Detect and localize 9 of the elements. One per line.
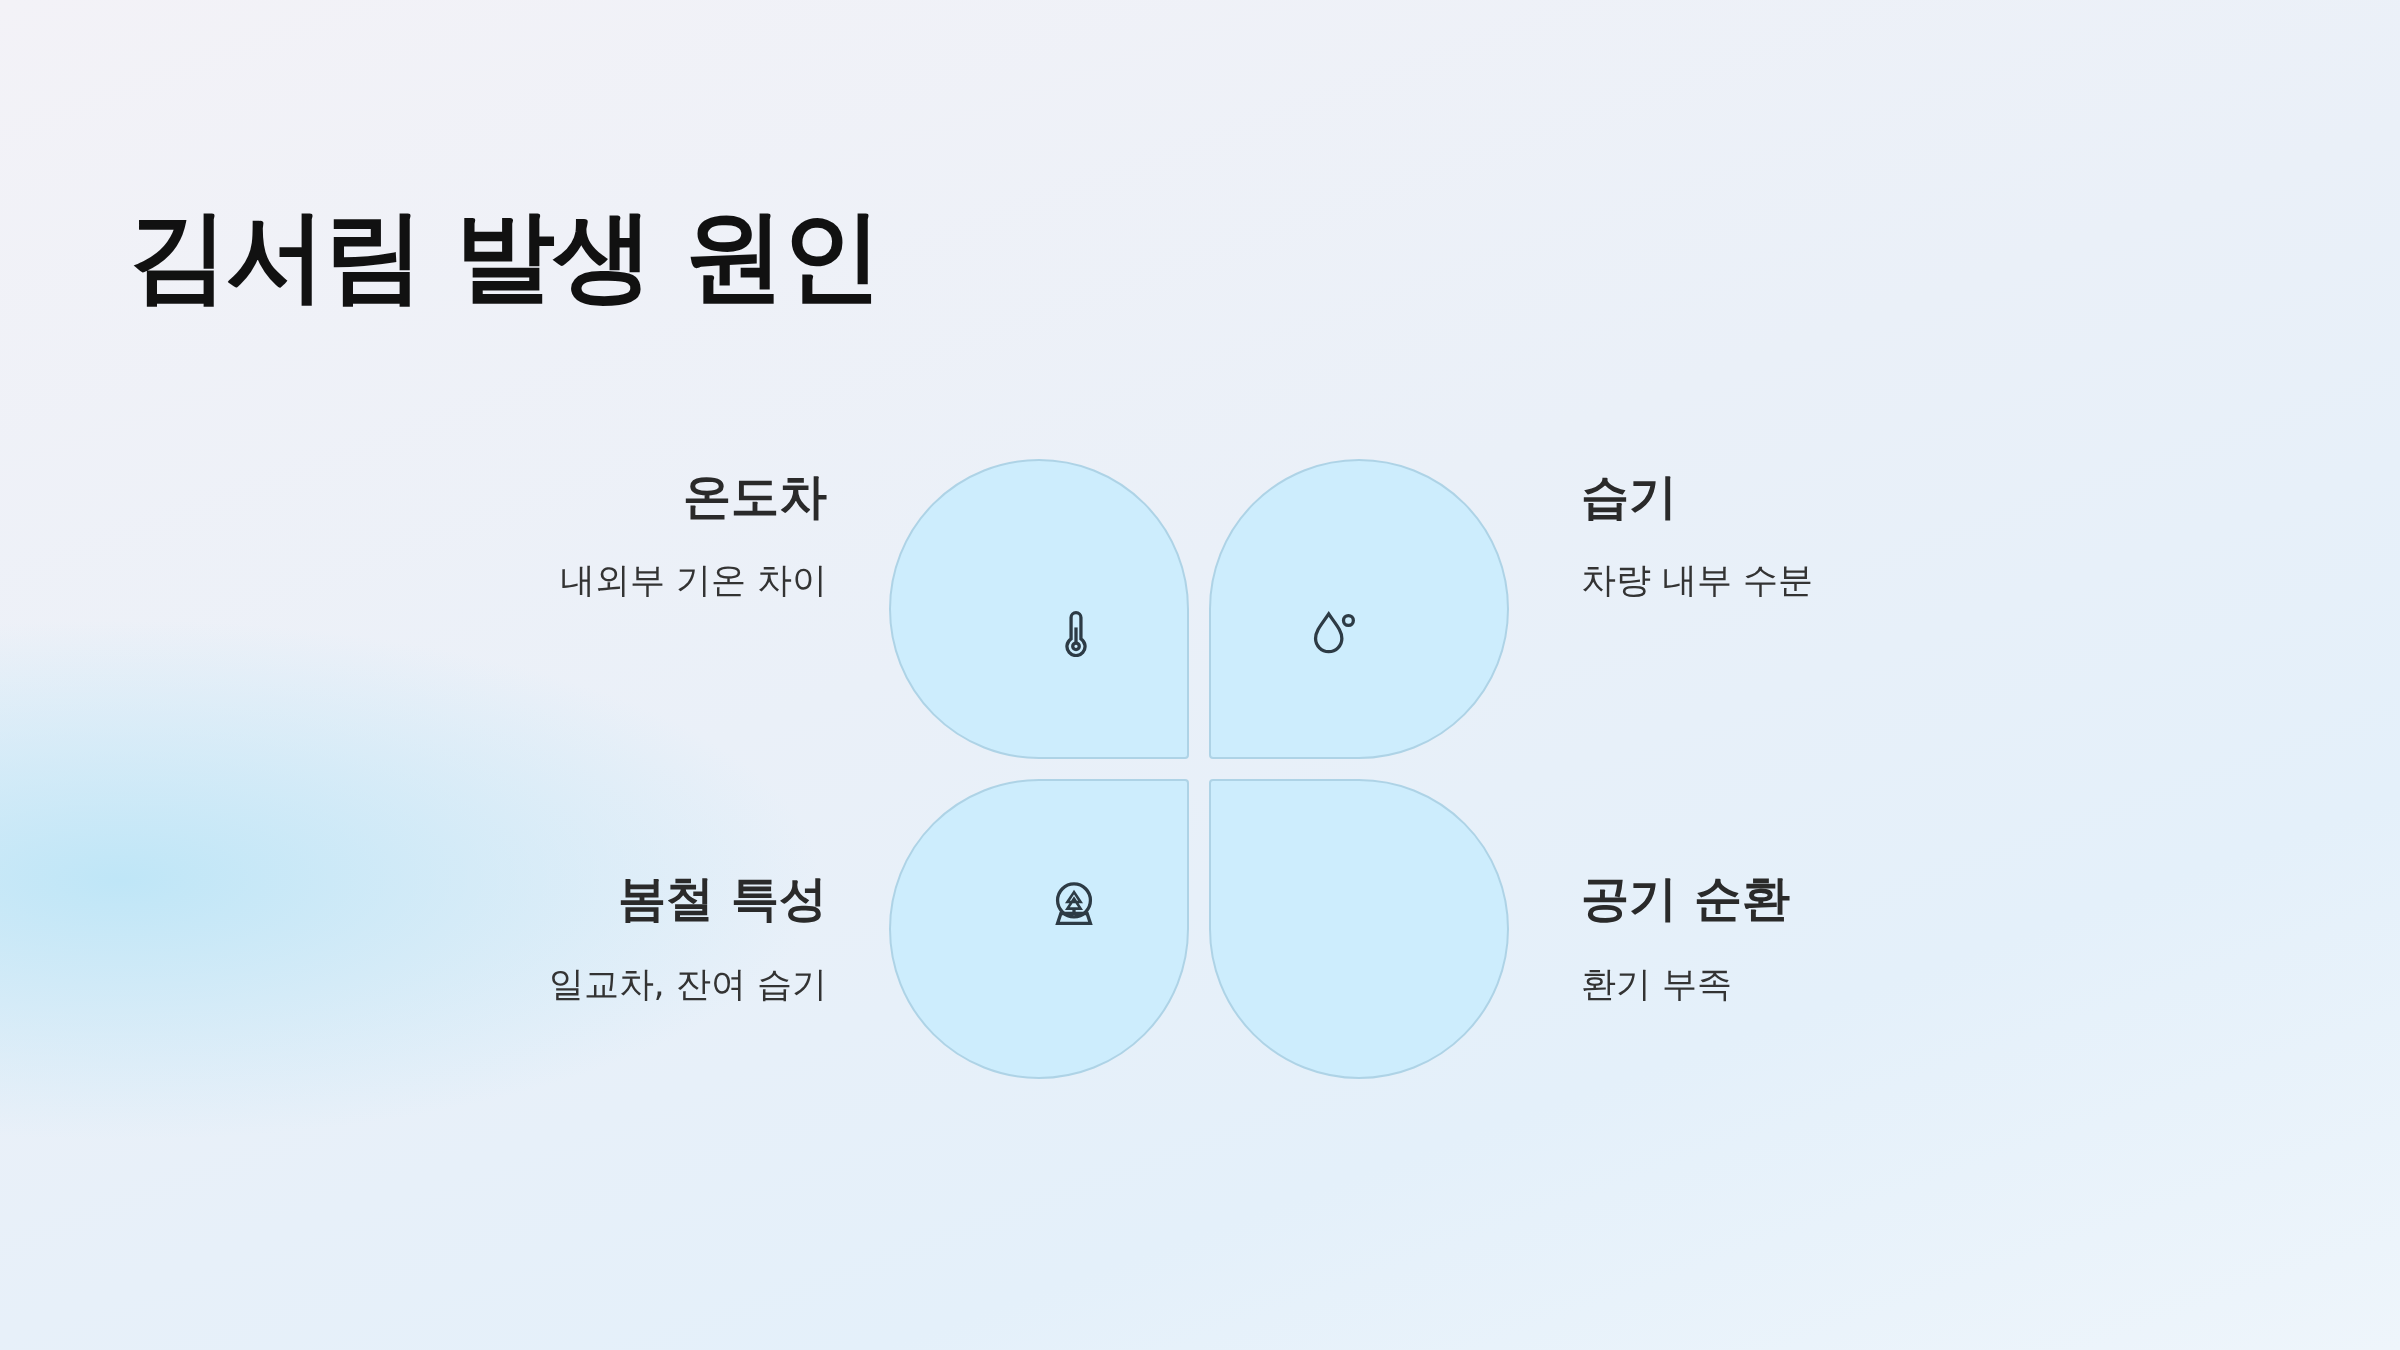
cause-description: 일교차, 잔여 습기 — [548, 963, 827, 1006]
cause-description: 환기 부족 — [1581, 963, 1733, 1006]
cause-heading: 공기 순환 — [1581, 869, 1790, 928]
title: 김서림 발생 원인 — [128, 196, 880, 316]
cause-heading: 봄철 특성 — [618, 869, 827, 928]
cause-description: 차량 내부 수분 — [1581, 559, 1814, 602]
cause-description: 내외부 기온 차이 — [559, 559, 827, 602]
cause-heading: 온도차 — [683, 467, 827, 526]
cause-heading: 습기 — [1581, 467, 1677, 526]
